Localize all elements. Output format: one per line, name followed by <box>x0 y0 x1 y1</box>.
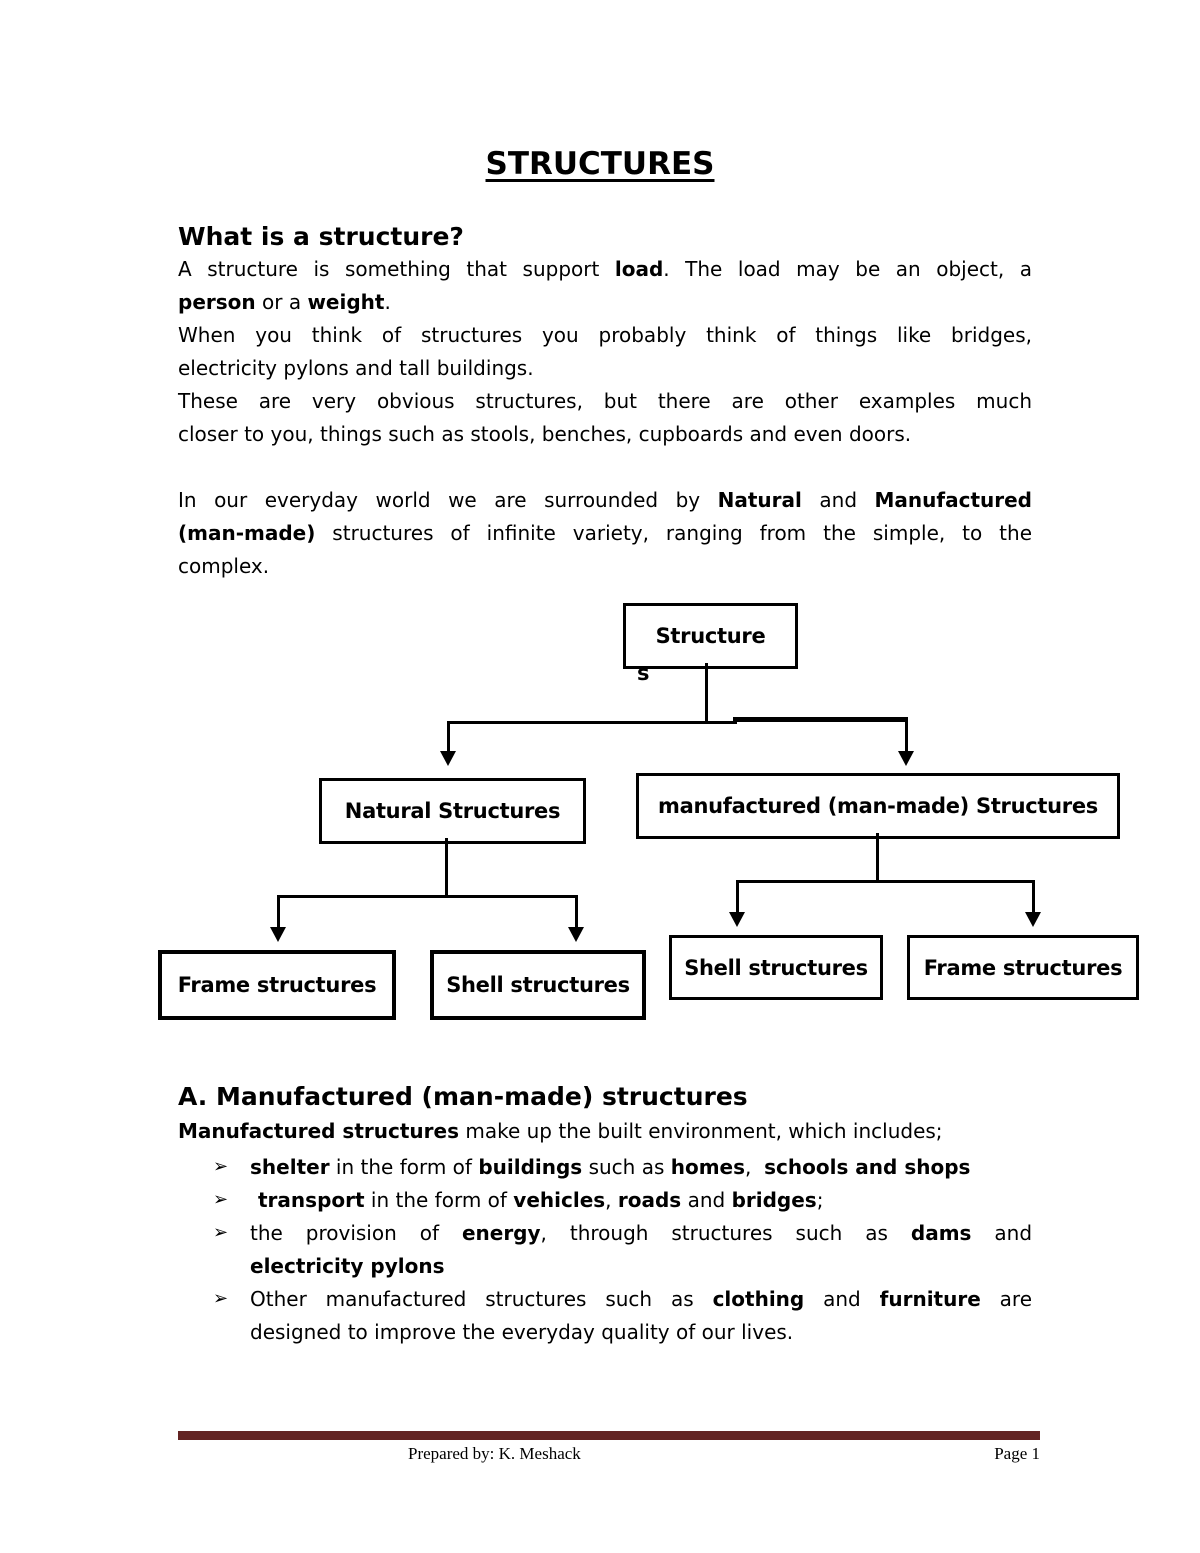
shell-structures-right-box: Shell structures <box>669 935 883 1000</box>
connector-drop-frame-right <box>1032 880 1035 913</box>
bullet-arrow-icon: ➢ <box>213 1222 229 1243</box>
arrowhead-icon <box>568 927 584 942</box>
connector-drop-natural <box>447 721 450 752</box>
frame-structures-right-box: Frame structures <box>907 935 1139 1000</box>
connector-crossbar-left <box>447 721 737 724</box>
bullet-line: transport in the form of vehicles, roads… <box>258 1188 824 1212</box>
connector-root-stem <box>705 663 708 721</box>
bullet-line: electricity pylons <box>250 1254 445 1278</box>
paragraph-line: closer to you, things such as stools, be… <box>178 422 912 446</box>
arrowhead-icon <box>1025 912 1041 927</box>
paragraph-line: complex. <box>178 554 270 578</box>
footer-page-number: Page 1 <box>994 1444 1040 1463</box>
bullet-line: the provision of energy, through structu… <box>250 1221 1033 1245</box>
connector-natural-stem <box>445 838 448 897</box>
bullet-arrow-icon: ➢ <box>213 1189 229 1210</box>
arrowhead-icon <box>440 751 456 766</box>
section-a-heading: A. Manufactured (man-made) structures <box>178 1082 748 1111</box>
natural-structures-box: Natural Structures <box>319 778 586 844</box>
bullet-arrow-icon: ➢ <box>213 1156 229 1177</box>
paragraph-line: When you think of structures you probabl… <box>178 323 1032 347</box>
shell-structures-left-box: Shell structures <box>430 950 646 1020</box>
arrowhead-icon <box>270 927 286 942</box>
bullet-arrow-icon: ➢ <box>213 1288 229 1309</box>
connector-crossbar-right <box>733 717 908 722</box>
bullet-line: shelter in the form of buildings such as… <box>250 1155 971 1179</box>
frame-structures-left-box: Frame structures <box>158 950 396 1020</box>
arrowhead-icon <box>898 751 914 766</box>
root-structures-box: Structure <box>623 603 798 669</box>
paragraph-line: A structure is something that support lo… <box>178 257 1032 281</box>
footer-divider-bar <box>178 1431 1040 1440</box>
arrowhead-icon <box>729 912 745 927</box>
root-overflow-text: s <box>637 661 650 685</box>
bullet-line: designed to improve the everyday quality… <box>250 1320 794 1344</box>
manufactured-structures-box: manufactured (man-made) Structures <box>636 773 1120 839</box>
bullet-line: Other manufactured structures such as cl… <box>250 1287 1033 1311</box>
connector-drop-shell-left <box>575 895 578 928</box>
section-a-intro-line: Manufactured structures make up the buil… <box>178 1119 943 1143</box>
connector-manufactured-crossbar <box>736 880 1035 883</box>
connector-natural-crossbar <box>277 895 578 898</box>
connector-drop-shell-right <box>736 880 739 913</box>
paragraph-line: (man-made) structures of infinite variet… <box>178 521 1032 545</box>
paragraph-line: person or a weight. <box>178 290 391 314</box>
paragraph-line: These are very obvious structures, but t… <box>178 389 1032 413</box>
connector-manufactured-stem <box>876 833 879 882</box>
footer-prepared-by: Prepared by: K. Meshack <box>408 1444 581 1463</box>
paragraph-line: electricity pylons and tall buildings. <box>178 356 534 380</box>
paragraph-line: In our everyday world we are surrounded … <box>178 488 1033 512</box>
connector-drop-manufactured <box>905 717 908 752</box>
connector-drop-frame-left <box>277 895 280 928</box>
page-title: STRUCTURES <box>485 146 715 182</box>
question-heading: What is a structure? <box>178 222 464 251</box>
